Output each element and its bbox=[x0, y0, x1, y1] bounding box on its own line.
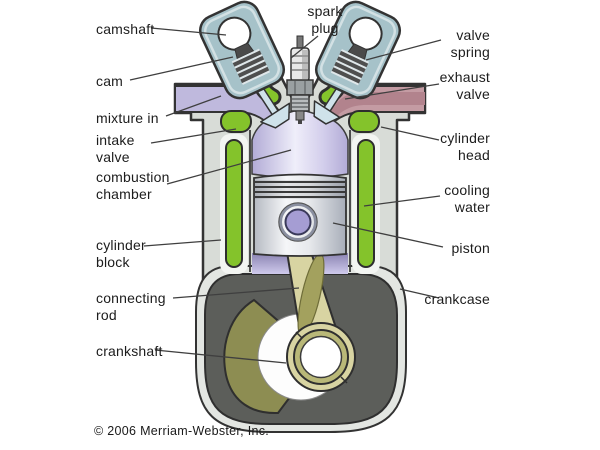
label-cooling-water: cooling water bbox=[444, 182, 490, 215]
leader-lines bbox=[129, 27, 444, 364]
valve-spring-right bbox=[331, 50, 369, 84]
label-crankshaft: crankshaft bbox=[96, 343, 163, 359]
camshaft-housings bbox=[198, 0, 402, 100]
wrist-pin bbox=[284, 208, 312, 236]
label-piston: piston bbox=[451, 240, 490, 256]
label-connecting-rod: connecting rod bbox=[96, 290, 166, 323]
exhaust-port-stream bbox=[329, 92, 425, 119]
left-camshaft-housing bbox=[198, 0, 286, 100]
cam-lobe bbox=[234, 42, 255, 60]
label-combustion-chamber: combustion chamber bbox=[96, 169, 170, 202]
label-intake-valve: intake valve bbox=[96, 132, 135, 165]
label-crankcase: crankcase bbox=[424, 291, 490, 307]
crank-journal bbox=[299, 335, 343, 379]
valve-spring-left bbox=[232, 50, 270, 84]
label-exhaust-valve: exhaust valve bbox=[439, 69, 490, 102]
label-mixture-in: mixture in bbox=[96, 110, 159, 126]
label-spark-plug: spark plug bbox=[307, 3, 343, 36]
right-camshaft-housing bbox=[314, 0, 402, 100]
label-valve-spring: valve spring bbox=[450, 27, 490, 60]
label-cylinder-head: cylinder head bbox=[440, 130, 490, 163]
label-cylinder-block: cylinder block bbox=[96, 237, 146, 270]
wrist-pin-boss bbox=[279, 203, 317, 241]
label-camshaft: camshaft bbox=[96, 21, 155, 37]
label-cam: cam bbox=[96, 73, 124, 89]
cam-lobe bbox=[347, 43, 368, 61]
piston bbox=[253, 173, 347, 257]
piston-rings bbox=[254, 181, 346, 198]
spark-plug bbox=[286, 35, 314, 124]
copyright-notice: © 2006 Merriam-Webster, Inc. bbox=[94, 424, 270, 438]
cylinder-bore bbox=[249, 130, 351, 272]
